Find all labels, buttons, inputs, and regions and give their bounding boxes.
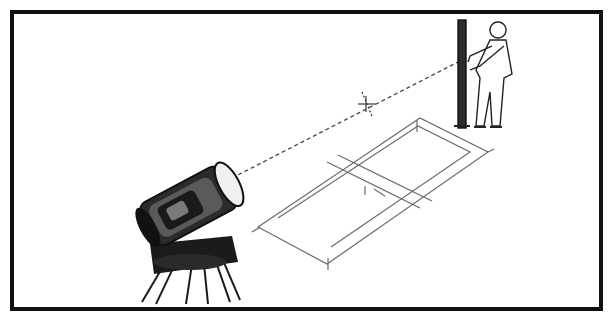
laser-beam bbox=[231, 61, 459, 179]
person-with-rod-icon bbox=[454, 19, 513, 129]
laser-level-icon bbox=[135, 161, 245, 305]
floor-grid-icon bbox=[251, 117, 495, 270]
